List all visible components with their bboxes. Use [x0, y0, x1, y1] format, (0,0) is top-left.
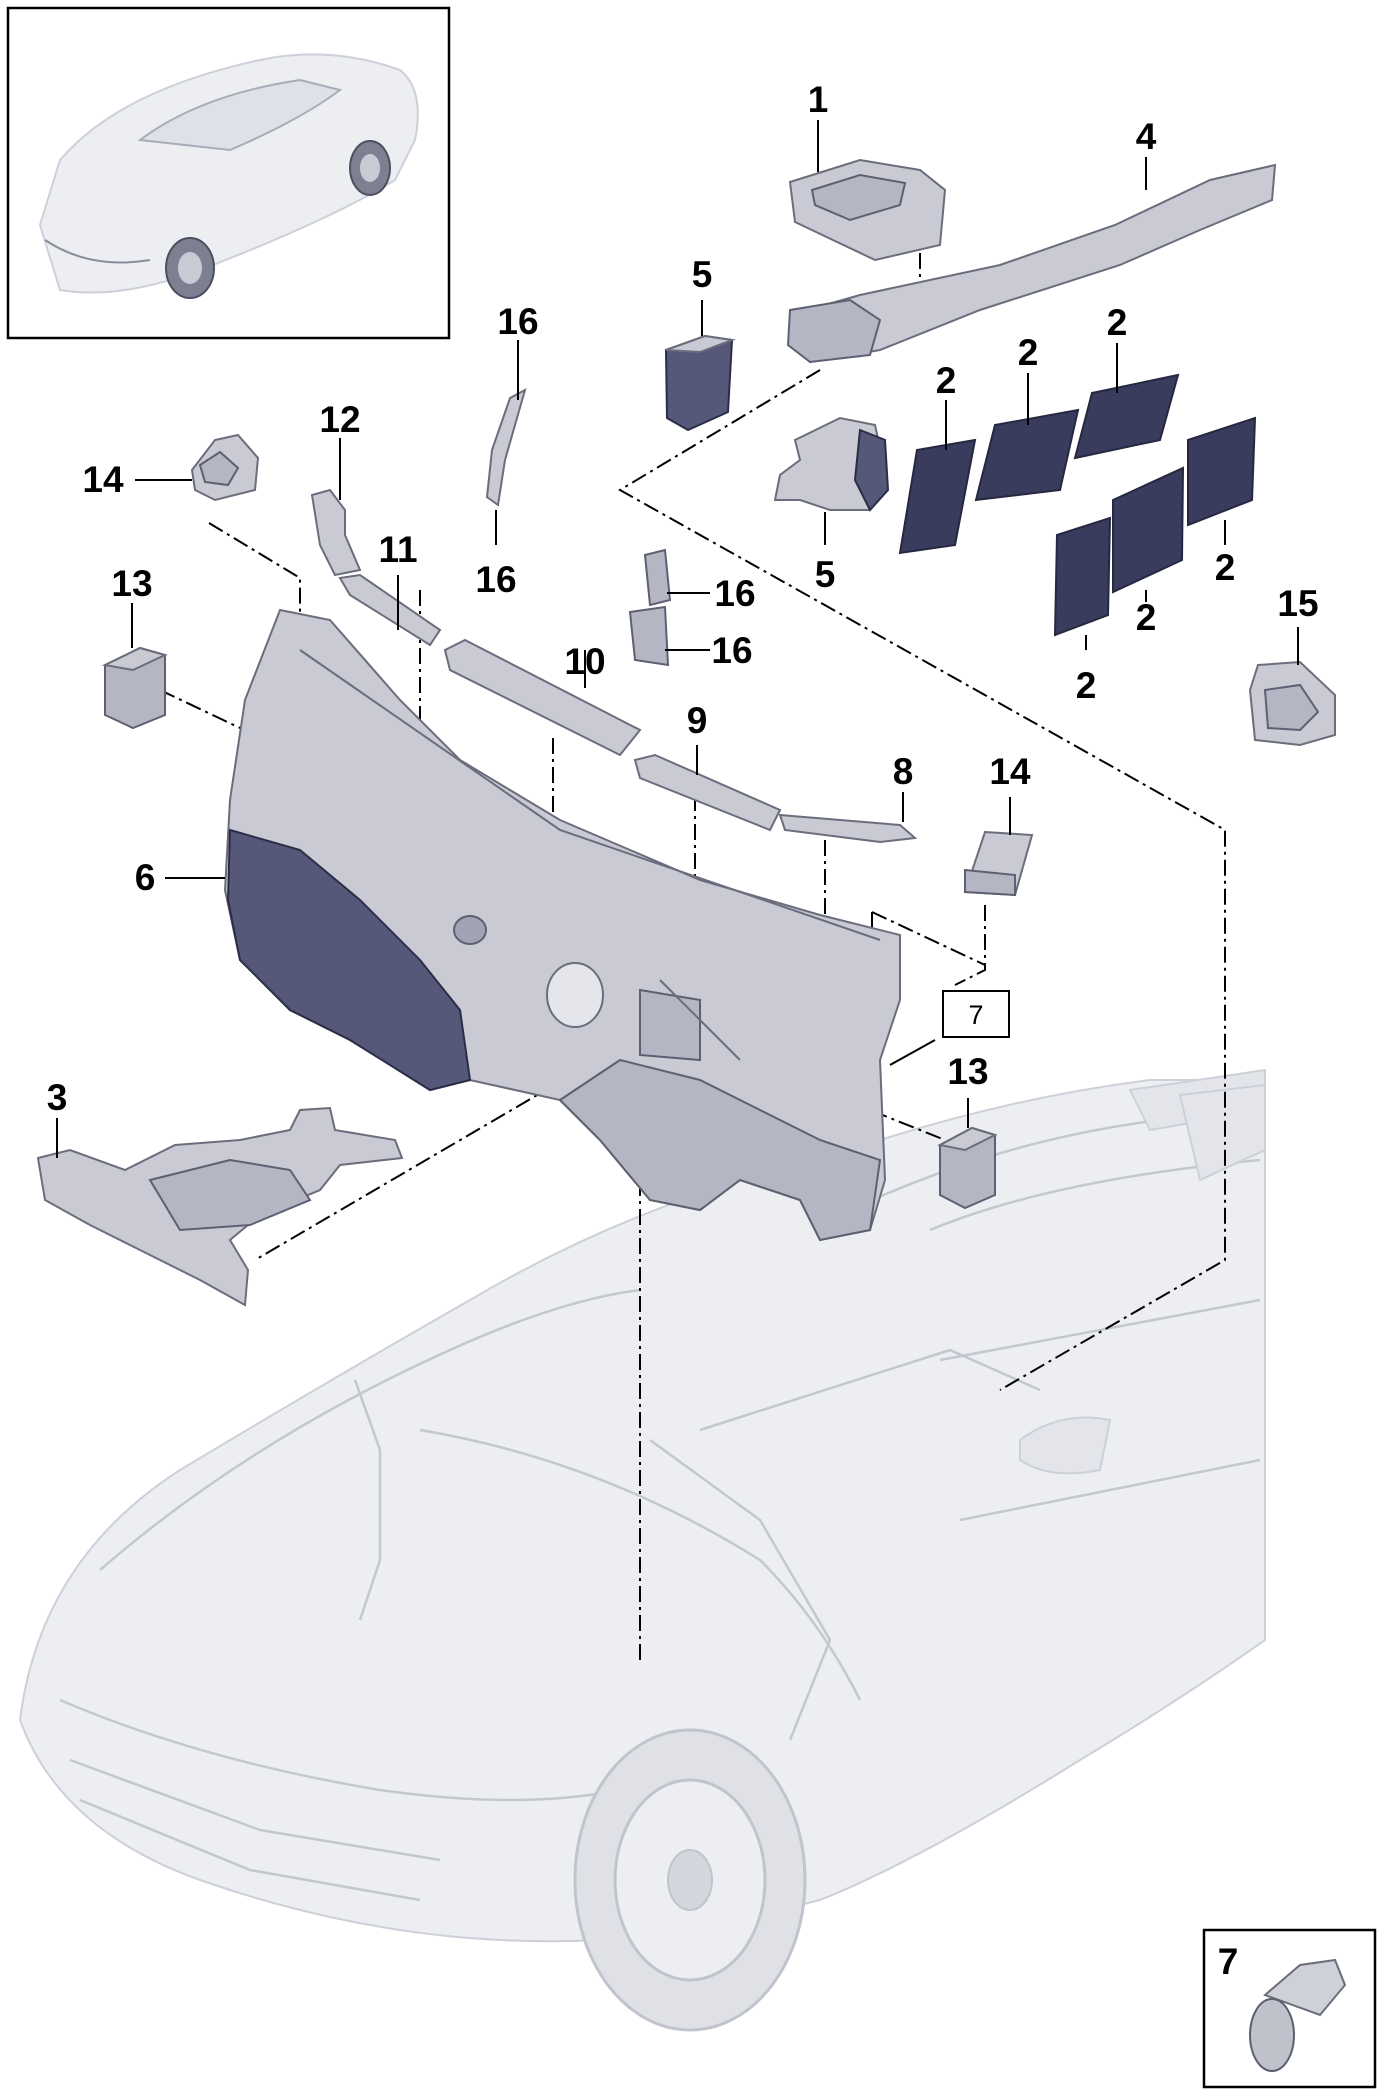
callout-16-left: 16: [475, 559, 516, 600]
part-3-floor-insulation: [36, 1106, 404, 1307]
callout-2-f: 2: [1076, 665, 1097, 706]
callout-4: 4: [1136, 116, 1157, 157]
part-8-seal: [778, 813, 918, 844]
callout-2-b: 2: [1018, 332, 1039, 373]
part-13-cube-left: [101, 646, 168, 730]
part-12-seal: [310, 488, 362, 577]
part-5-lower-pad: [773, 416, 890, 512]
callout-2-e: 2: [1136, 597, 1157, 638]
callout-16-mid: 16: [714, 573, 755, 614]
part-2-insulation-panels: [898, 373, 1257, 637]
callout-9: 9: [687, 700, 708, 741]
callout-2-d: 2: [1215, 547, 1236, 588]
part-11-seal: [338, 573, 442, 647]
detail-box-push-clip: 7: [1202, 1928, 1377, 2089]
callout-6: 6: [135, 857, 156, 898]
part-14-right-wedge: [963, 830, 1034, 897]
callout-16-low: 16: [711, 630, 752, 671]
part-1-insulation-block: [788, 158, 947, 262]
part-14-upper-block: [190, 433, 260, 502]
part-10-seal: [443, 638, 642, 757]
callout-8: 8: [893, 751, 914, 792]
part-13-cube-right: [937, 1126, 998, 1210]
callout-3: 3: [47, 1077, 68, 1118]
callout-5-lower: 5: [815, 554, 836, 595]
part-9-seal: [633, 753, 782, 832]
leader-lines: [56, 120, 1299, 1158]
callout-15: 15: [1277, 583, 1318, 624]
callout-numbers: 1 4 5 5 2 2 2 2 2 2 16 16 16 16 12 14 14…: [47, 79, 1319, 1118]
callout-10: 10: [564, 641, 605, 682]
part-16-strips: [485, 388, 672, 667]
callout-2-c: 2: [1107, 302, 1128, 343]
callout-14-left: 14: [82, 459, 124, 500]
callout-11: 11: [378, 529, 417, 570]
part-6-bulkhead-insulation: [223, 608, 901, 1242]
part-5-upper-pad: [664, 334, 736, 432]
callout-1: 1: [808, 79, 829, 120]
callout-14-right: 14: [989, 751, 1031, 792]
ghost-vehicle-outline: [18, 1068, 1266, 2032]
callout-5-upper: 5: [692, 254, 713, 295]
callout-13-right: 13: [947, 1051, 988, 1092]
detail-box-label-7: 7: [1218, 1941, 1239, 1982]
part-15-insulation-block: [1248, 660, 1336, 747]
boxed-label-7: 7: [968, 1000, 983, 1030]
part-7-boxed-label: 7: [889, 990, 1010, 1066]
part-4-insulation-strip: [786, 163, 1277, 364]
car-thumbnail-inset: [6, 6, 451, 340]
callout-2-a: 2: [936, 360, 957, 401]
callout-16-top: 16: [497, 301, 538, 342]
callout-12: 12: [319, 399, 360, 440]
callout-13-left: 13: [111, 563, 152, 604]
